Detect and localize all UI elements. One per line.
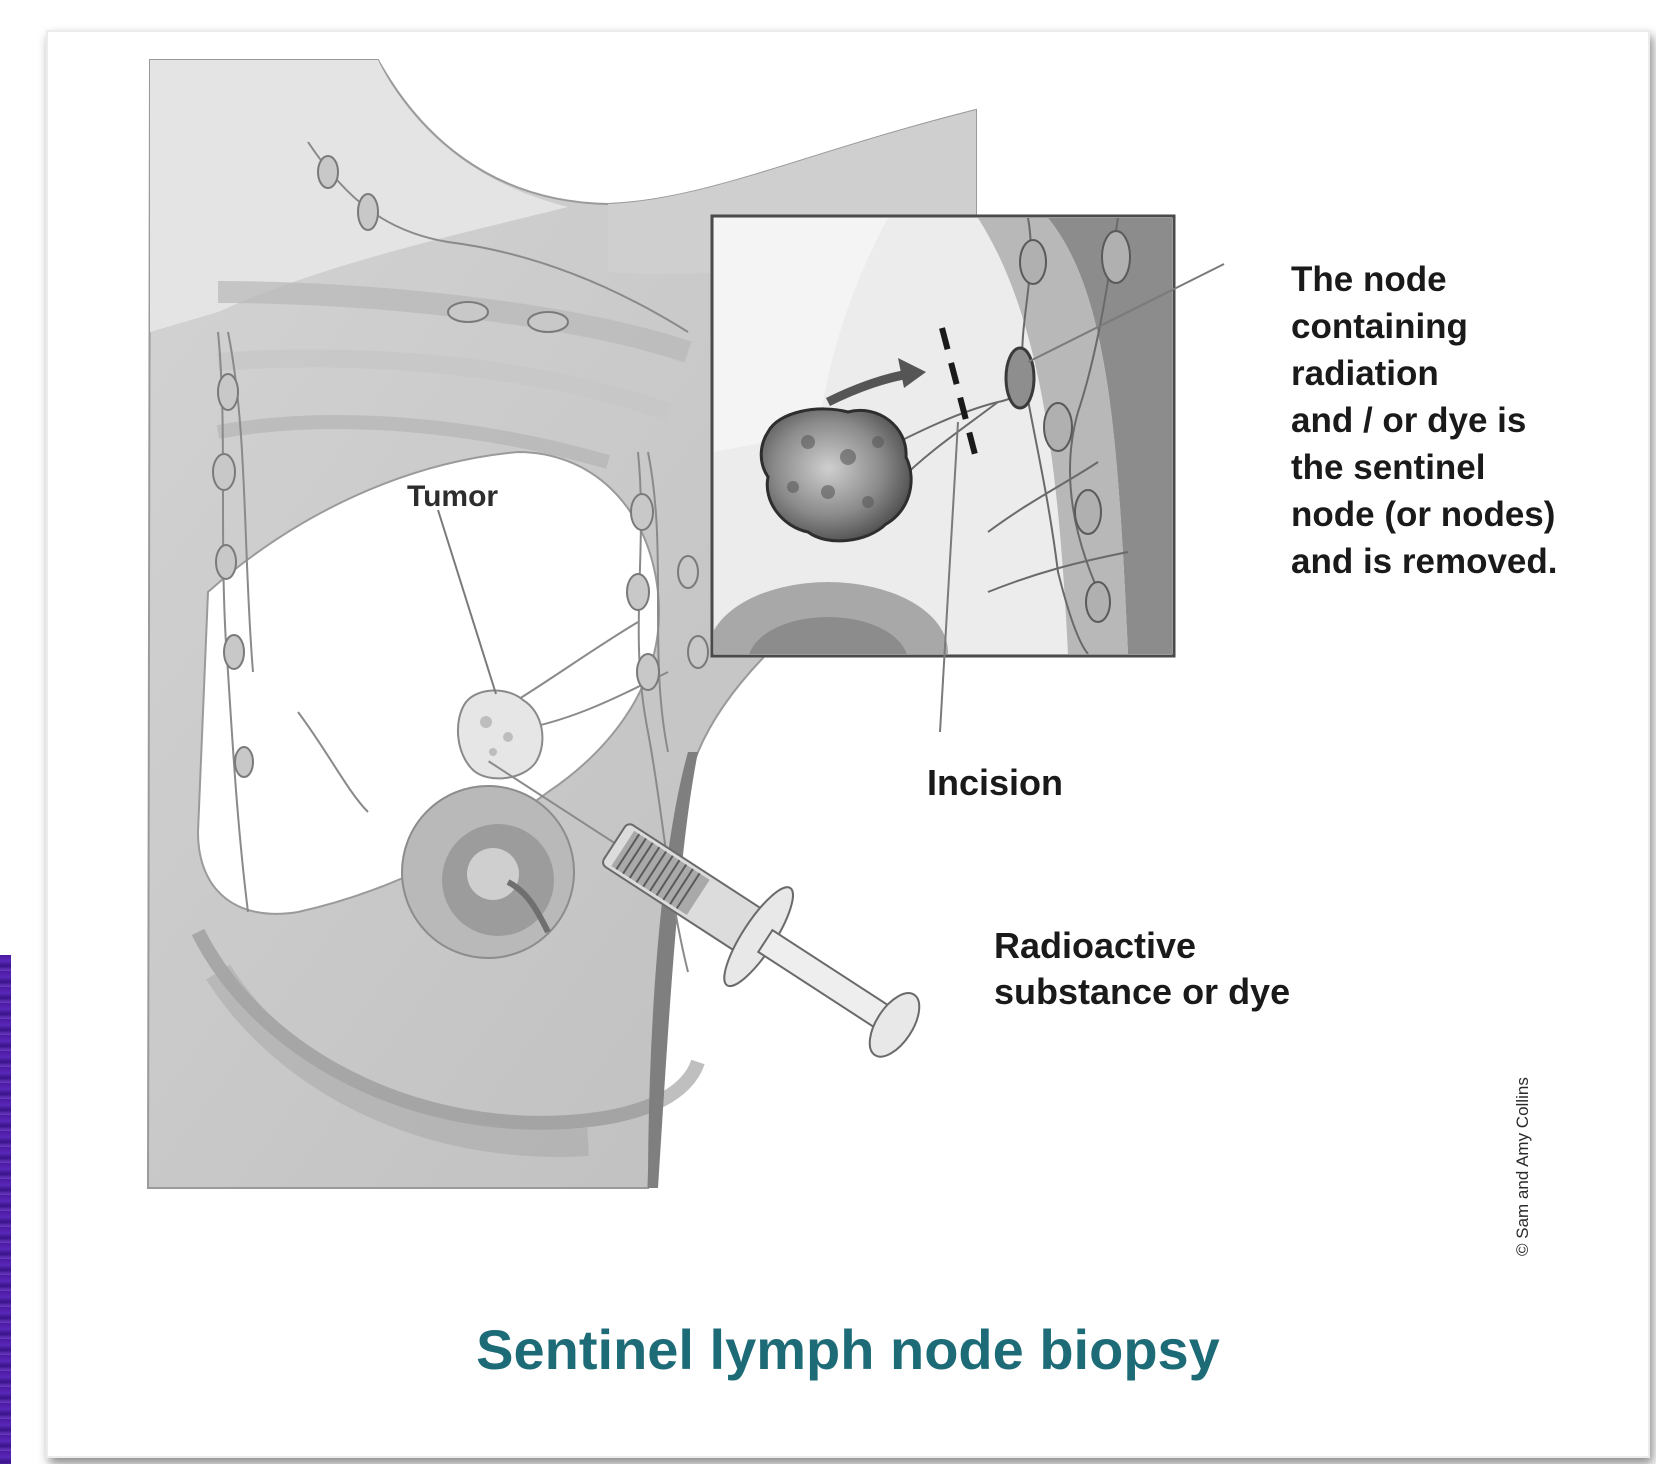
sentinel-line-5: the sentinel xyxy=(1291,444,1557,491)
sentinel-node xyxy=(1006,348,1034,408)
sentinel-line-7: and is removed. xyxy=(1291,538,1557,585)
radioactive-line-1: Radioactive xyxy=(994,923,1290,969)
radioactive-line-2: substance or dye xyxy=(994,969,1290,1015)
sentinel-line-4: and / or dye is xyxy=(1291,397,1557,444)
inset-detail xyxy=(708,216,1174,722)
side-decoration xyxy=(0,955,11,1464)
sentinel-node-label: The node containing radiation and / or d… xyxy=(1291,256,1557,585)
figure-card: Tumor Incision Radioactive substance or … xyxy=(46,30,1650,1458)
nipple-areola xyxy=(402,786,574,958)
sentinel-line-6: node (or nodes) xyxy=(1291,491,1557,538)
tumor-label: Tumor xyxy=(407,480,498,514)
sentinel-line-1: The node xyxy=(1291,256,1557,303)
sentinel-line-2: containing xyxy=(1291,303,1557,350)
copyright-text: © Sam and Amy Collins xyxy=(1513,1077,1533,1256)
radioactive-label: Radioactive substance or dye xyxy=(994,923,1290,1015)
sentinel-line-3: radiation xyxy=(1291,350,1557,397)
incision-label: Incision xyxy=(927,762,1063,804)
figure-caption: Sentinel lymph node biopsy xyxy=(48,1317,1648,1382)
sentinel-biopsy-illustration xyxy=(48,32,1648,1456)
